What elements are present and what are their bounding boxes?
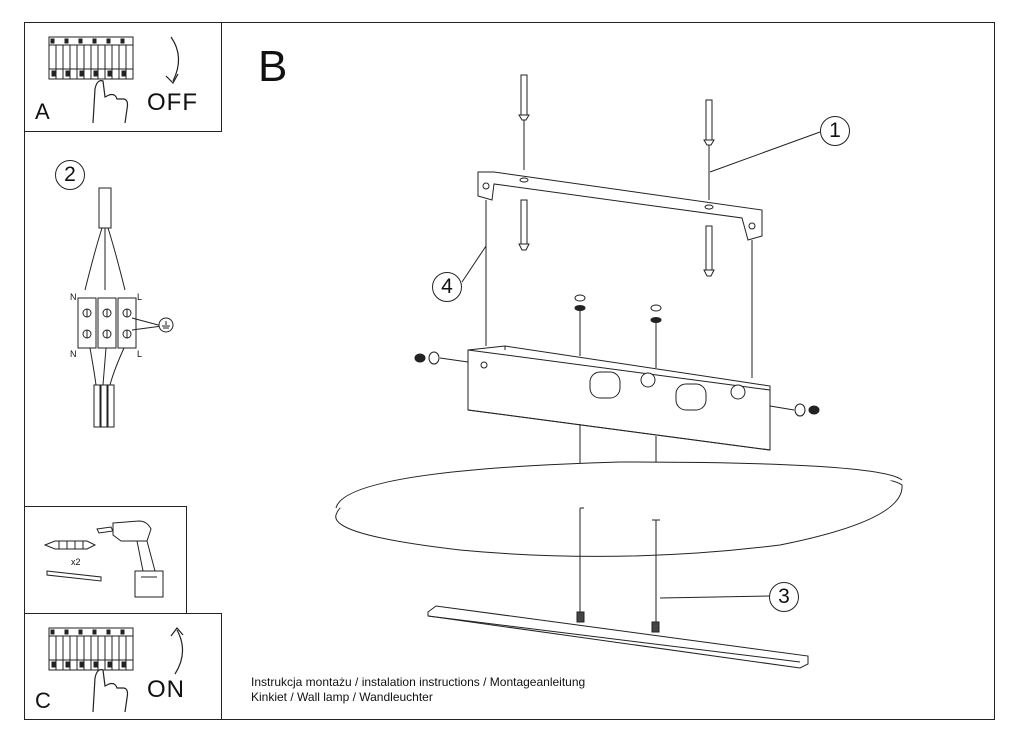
junction-box <box>467 345 771 451</box>
breaker-off-illustration <box>48 36 180 124</box>
callout-4: 4 <box>432 272 462 302</box>
hand-icon <box>92 669 129 713</box>
breaker-panel-icon <box>48 627 134 671</box>
wall-plug-right <box>703 225 715 277</box>
side-screw-left <box>414 351 469 365</box>
lamp-disc <box>335 461 903 557</box>
caption-line-2: Kinkiet / Wall lamp / Wandleuchter <box>251 690 433 704</box>
breaker-on-illustration <box>48 627 184 713</box>
screw-icon <box>46 570 102 582</box>
panel-c-switch-on: C ON <box>24 613 222 720</box>
off-label: OFF <box>147 89 198 116</box>
quantity-label: x2 <box>71 557 81 567</box>
side-screw-right <box>769 403 820 417</box>
wall-screw-right <box>703 99 715 200</box>
nut-right <box>650 304 662 368</box>
step-letter-c: C <box>35 688 51 713</box>
callout-1: 1 <box>820 116 850 146</box>
section-letter-b: B <box>258 42 288 91</box>
document-caption: Instrukcja montażu / instalation instruc… <box>251 675 585 705</box>
step-letter-a: A <box>35 99 50 124</box>
wall-screw-left <box>518 74 530 170</box>
led-bar <box>427 605 809 669</box>
callout-3: 3 <box>769 582 799 612</box>
instruction-sheet-frame <box>24 22 995 720</box>
drill-icon <box>96 520 164 598</box>
tools-illustration: x2 <box>43 520 164 598</box>
breaker-panel-icon <box>48 36 134 80</box>
down-arrow-icon <box>170 36 180 82</box>
step-2-badge: 2 <box>55 160 85 190</box>
mounting-bracket <box>477 171 763 241</box>
terminal-label-l-bottom: L <box>137 349 142 359</box>
nut-left <box>574 294 586 356</box>
panel-a-switch-off: A OFF <box>24 22 222 132</box>
terminal-label-n-bottom: N <box>70 349 77 359</box>
up-arrow-icon <box>174 629 184 675</box>
panel-tools: x2 <box>24 506 187 614</box>
on-label: ON <box>147 676 185 703</box>
caption-line-1: Instrukcja montażu / instalation instruc… <box>251 675 586 689</box>
terminal-label-n-top: N <box>70 292 77 302</box>
hand-icon <box>92 80 129 124</box>
wall-plug-left <box>518 199 530 251</box>
terminal-label-l-top: L <box>137 292 142 302</box>
